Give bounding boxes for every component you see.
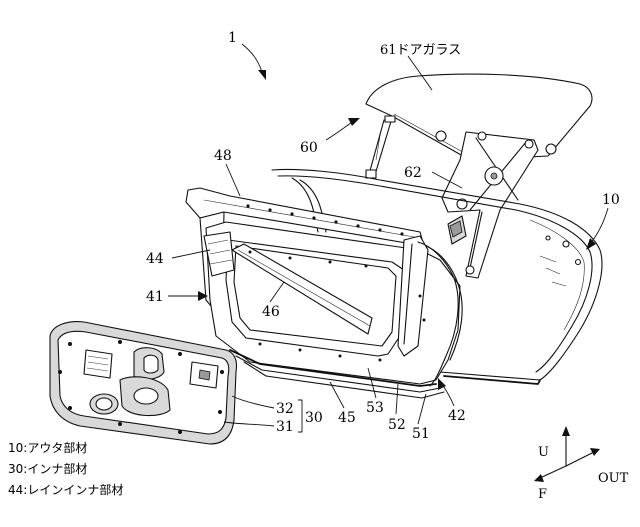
- leader-lines: [168, 43, 609, 433]
- label-frame-top: 48: [214, 148, 232, 164]
- label-30: 30: [305, 410, 323, 426]
- label-42: 42: [448, 408, 466, 424]
- legend-item-30: 30:インナ部材: [8, 461, 87, 476]
- label-31: 31: [276, 419, 294, 435]
- label-door-glass: 61ドアガラス: [380, 43, 461, 58]
- up-arrow-icon: [562, 426, 570, 436]
- regulator-rail: [365, 115, 396, 179]
- inner-panel-frame: [185, 187, 463, 399]
- front-arrow-icon: [534, 474, 544, 482]
- label-32: 32: [276, 401, 294, 417]
- axis-front-label: F: [538, 487, 547, 502]
- label-51: 51: [412, 426, 430, 442]
- label-impact-beam: 46: [262, 304, 280, 320]
- label-window-regulator: 62: [404, 165, 422, 181]
- label-52: 52: [388, 417, 406, 433]
- label-45: 45: [338, 410, 356, 426]
- axis-out-label: OUT: [598, 471, 629, 486]
- legend-item-10: 10:アウタ部材: [8, 440, 87, 455]
- orientation-axes: U OUT F: [534, 426, 629, 502]
- legend: 10:アウタ部材 30:インナ部材 44:レインインナ部材: [8, 440, 123, 497]
- out-arrow-icon: [590, 448, 600, 456]
- label-outer-panel: 10: [602, 192, 620, 208]
- outer-panel: [271, 168, 603, 385]
- legend-item-44: 44:レインインナ部材: [8, 482, 123, 497]
- label-53: 53: [366, 400, 384, 416]
- label-reinforcement: 44: [146, 251, 164, 267]
- part-labels: 1 61ドアガラス 60 62 10 48 44 46 41 32 31 30 …: [146, 30, 620, 442]
- inner-trim-panel: [49, 321, 238, 445]
- label-regulator-rail: 60: [300, 140, 318, 156]
- label-assembly: 1: [228, 30, 237, 46]
- door-glass: [365, 73, 593, 161]
- label-inner-frame: 41: [146, 289, 164, 305]
- axis-up-label: U: [538, 445, 549, 460]
